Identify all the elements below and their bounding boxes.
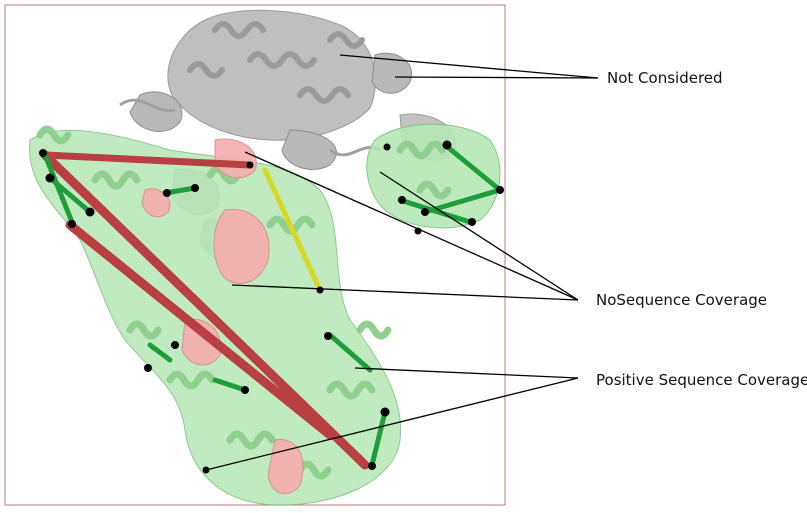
leader-no-coverage-2 <box>379 171 579 301</box>
crosslink-red-top <box>41 151 254 169</box>
green-helices <box>36 125 452 480</box>
label-no-sequence-coverage: NoSequence Coverage <box>596 291 768 309</box>
grey-helices <box>187 21 365 104</box>
image-frame <box>4 4 506 506</box>
leader-not-considered-1 <box>339 54 599 79</box>
label-positive-sequence-coverage: Positive Sequence Coverage <box>596 371 807 389</box>
pink-regions <box>141 138 304 495</box>
leader-no-coverage-3 <box>231 284 579 301</box>
leader-positive-coverage-1 <box>354 367 579 379</box>
crosslink-green-group <box>42 142 503 468</box>
crosslink-red-group <box>40 150 370 470</box>
crosslink-yellow <box>262 167 323 293</box>
label-not-considered: Not Considered <box>607 69 723 87</box>
leader-positive-coverage-2 <box>205 377 579 471</box>
leader-not-considered-2 <box>394 76 599 79</box>
crosslink-red-long-2 <box>65 220 335 440</box>
crosslink-red-long-1 <box>40 150 370 470</box>
leader-no-coverage-1 <box>244 151 579 301</box>
leader-lines <box>205 54 599 471</box>
